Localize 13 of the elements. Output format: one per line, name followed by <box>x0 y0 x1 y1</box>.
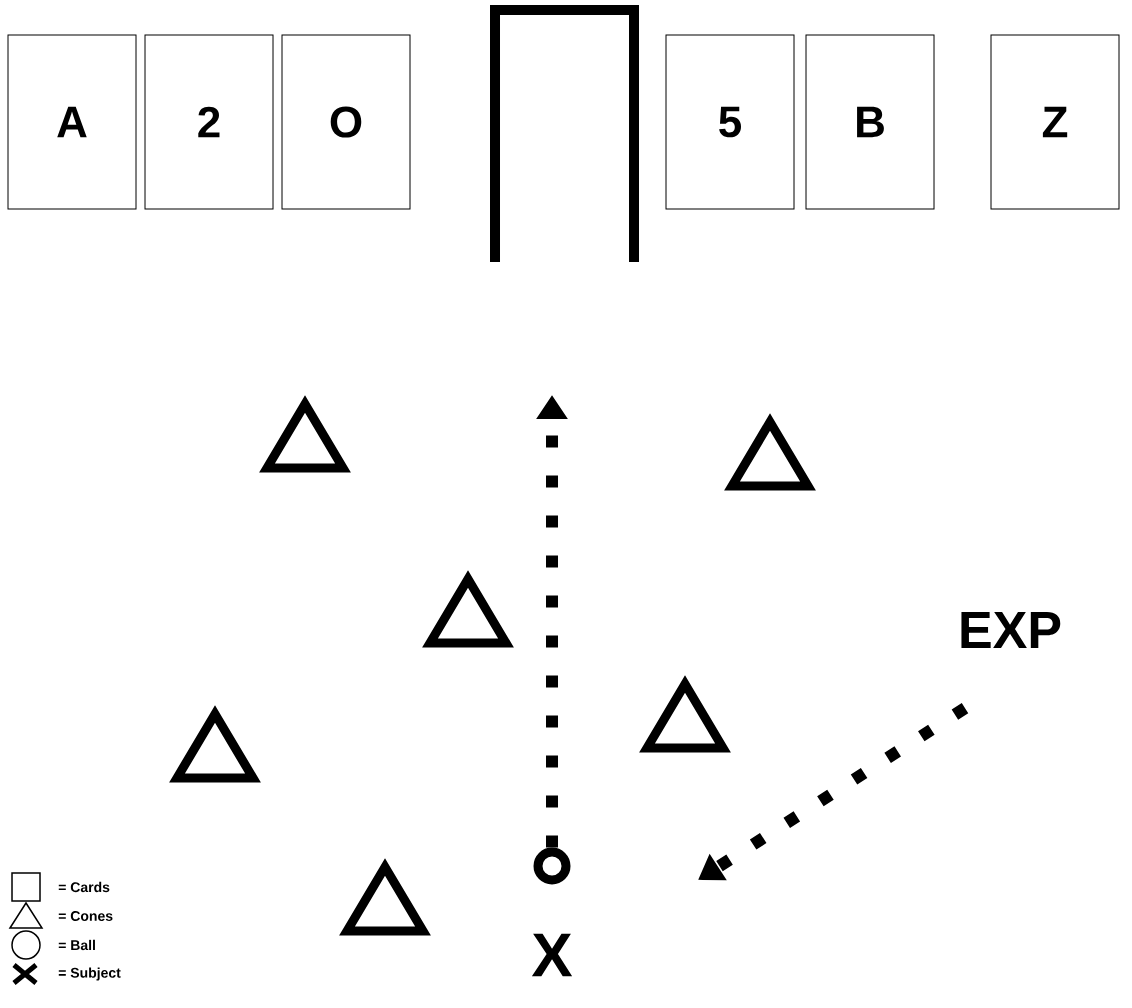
card: A <box>7 34 137 210</box>
subject-symbol: X <box>531 933 573 977</box>
legend-text: = Ball <box>58 939 95 951</box>
card: Z <box>990 34 1120 210</box>
card: O <box>281 34 411 210</box>
legend-text: = Cones <box>58 911 113 921</box>
legend-text: = Cards <box>58 881 110 893</box>
ball-symbol <box>533 847 571 885</box>
legend-text: = Subject <box>58 967 121 981</box>
card: 2 <box>144 34 274 210</box>
card: 5 <box>665 34 795 210</box>
text-label: EXP <box>961 612 1061 648</box>
card: B <box>805 34 935 210</box>
